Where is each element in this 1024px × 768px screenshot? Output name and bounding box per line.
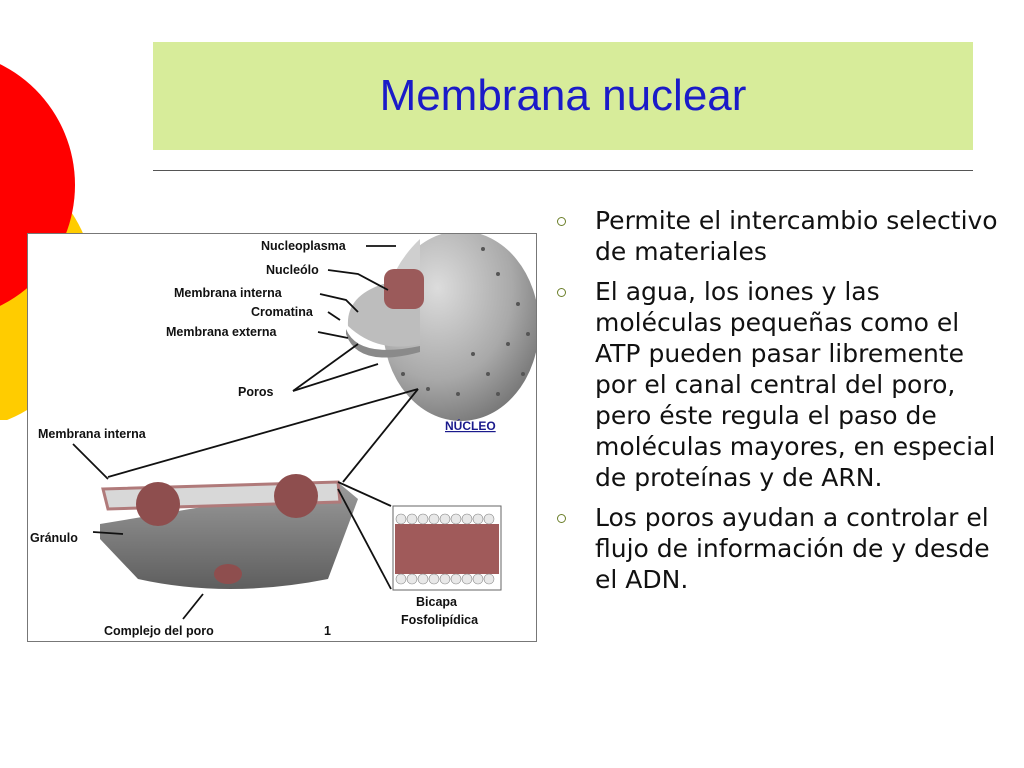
nucleolus-shape [384, 269, 424, 309]
list-item: El agua, los iones y las moléculas peque… [555, 276, 1010, 493]
list-item: Permite el intercambio selectivo de mate… [555, 205, 1010, 267]
label-fosfolipidica: Fosfolipídica [401, 613, 479, 627]
phospholipid-bilayer [392, 505, 502, 591]
figure-number: 1 [324, 624, 331, 638]
pore-complex-slab [100, 474, 358, 589]
label-membrana-interna-top: Membrana interna [174, 286, 283, 300]
hollow-circle-bullet-icon [557, 217, 566, 226]
list-item: Los poros ayudan a controlar el flujo de… [555, 502, 1010, 595]
label-cromatina: Cromatina [251, 305, 314, 319]
bullet-list: Permite el intercambio selectivo de mate… [555, 205, 1010, 604]
label-nucleoplasma: Nucleoplasma [261, 239, 347, 253]
title-banner: Membrana nuclear [153, 42, 973, 150]
label-bicapa: Bicapa [416, 595, 458, 609]
label-nucleo: NÚCLEO [445, 418, 496, 433]
label-membrana-externa: Membrana externa [166, 325, 278, 339]
label-complejo-del-poro: Complejo del poro [104, 624, 214, 638]
label-granulo: Gránulo [30, 531, 78, 545]
label-poros: Poros [238, 385, 273, 399]
hollow-circle-bullet-icon [557, 514, 566, 523]
label-nucleolo: Nucleólo [266, 263, 319, 277]
page-title: Membrana nuclear [379, 71, 747, 120]
leader-lines [72, 245, 419, 620]
nucleus-sphere [346, 234, 536, 421]
nuclear-membrane-diagram: Nucleoplasma Nucleólo Membrana interna C… [27, 233, 537, 642]
label-membrana-interna-left: Membrana interna [38, 427, 147, 441]
bullet-text: Permite el intercambio selectivo de mate… [595, 206, 998, 266]
title-divider [153, 170, 973, 171]
hollow-circle-bullet-icon [557, 288, 566, 297]
bullet-text: Los poros ayudan a controlar el flujo de… [595, 503, 990, 594]
bullet-text: El agua, los iones y las moléculas peque… [595, 277, 996, 492]
